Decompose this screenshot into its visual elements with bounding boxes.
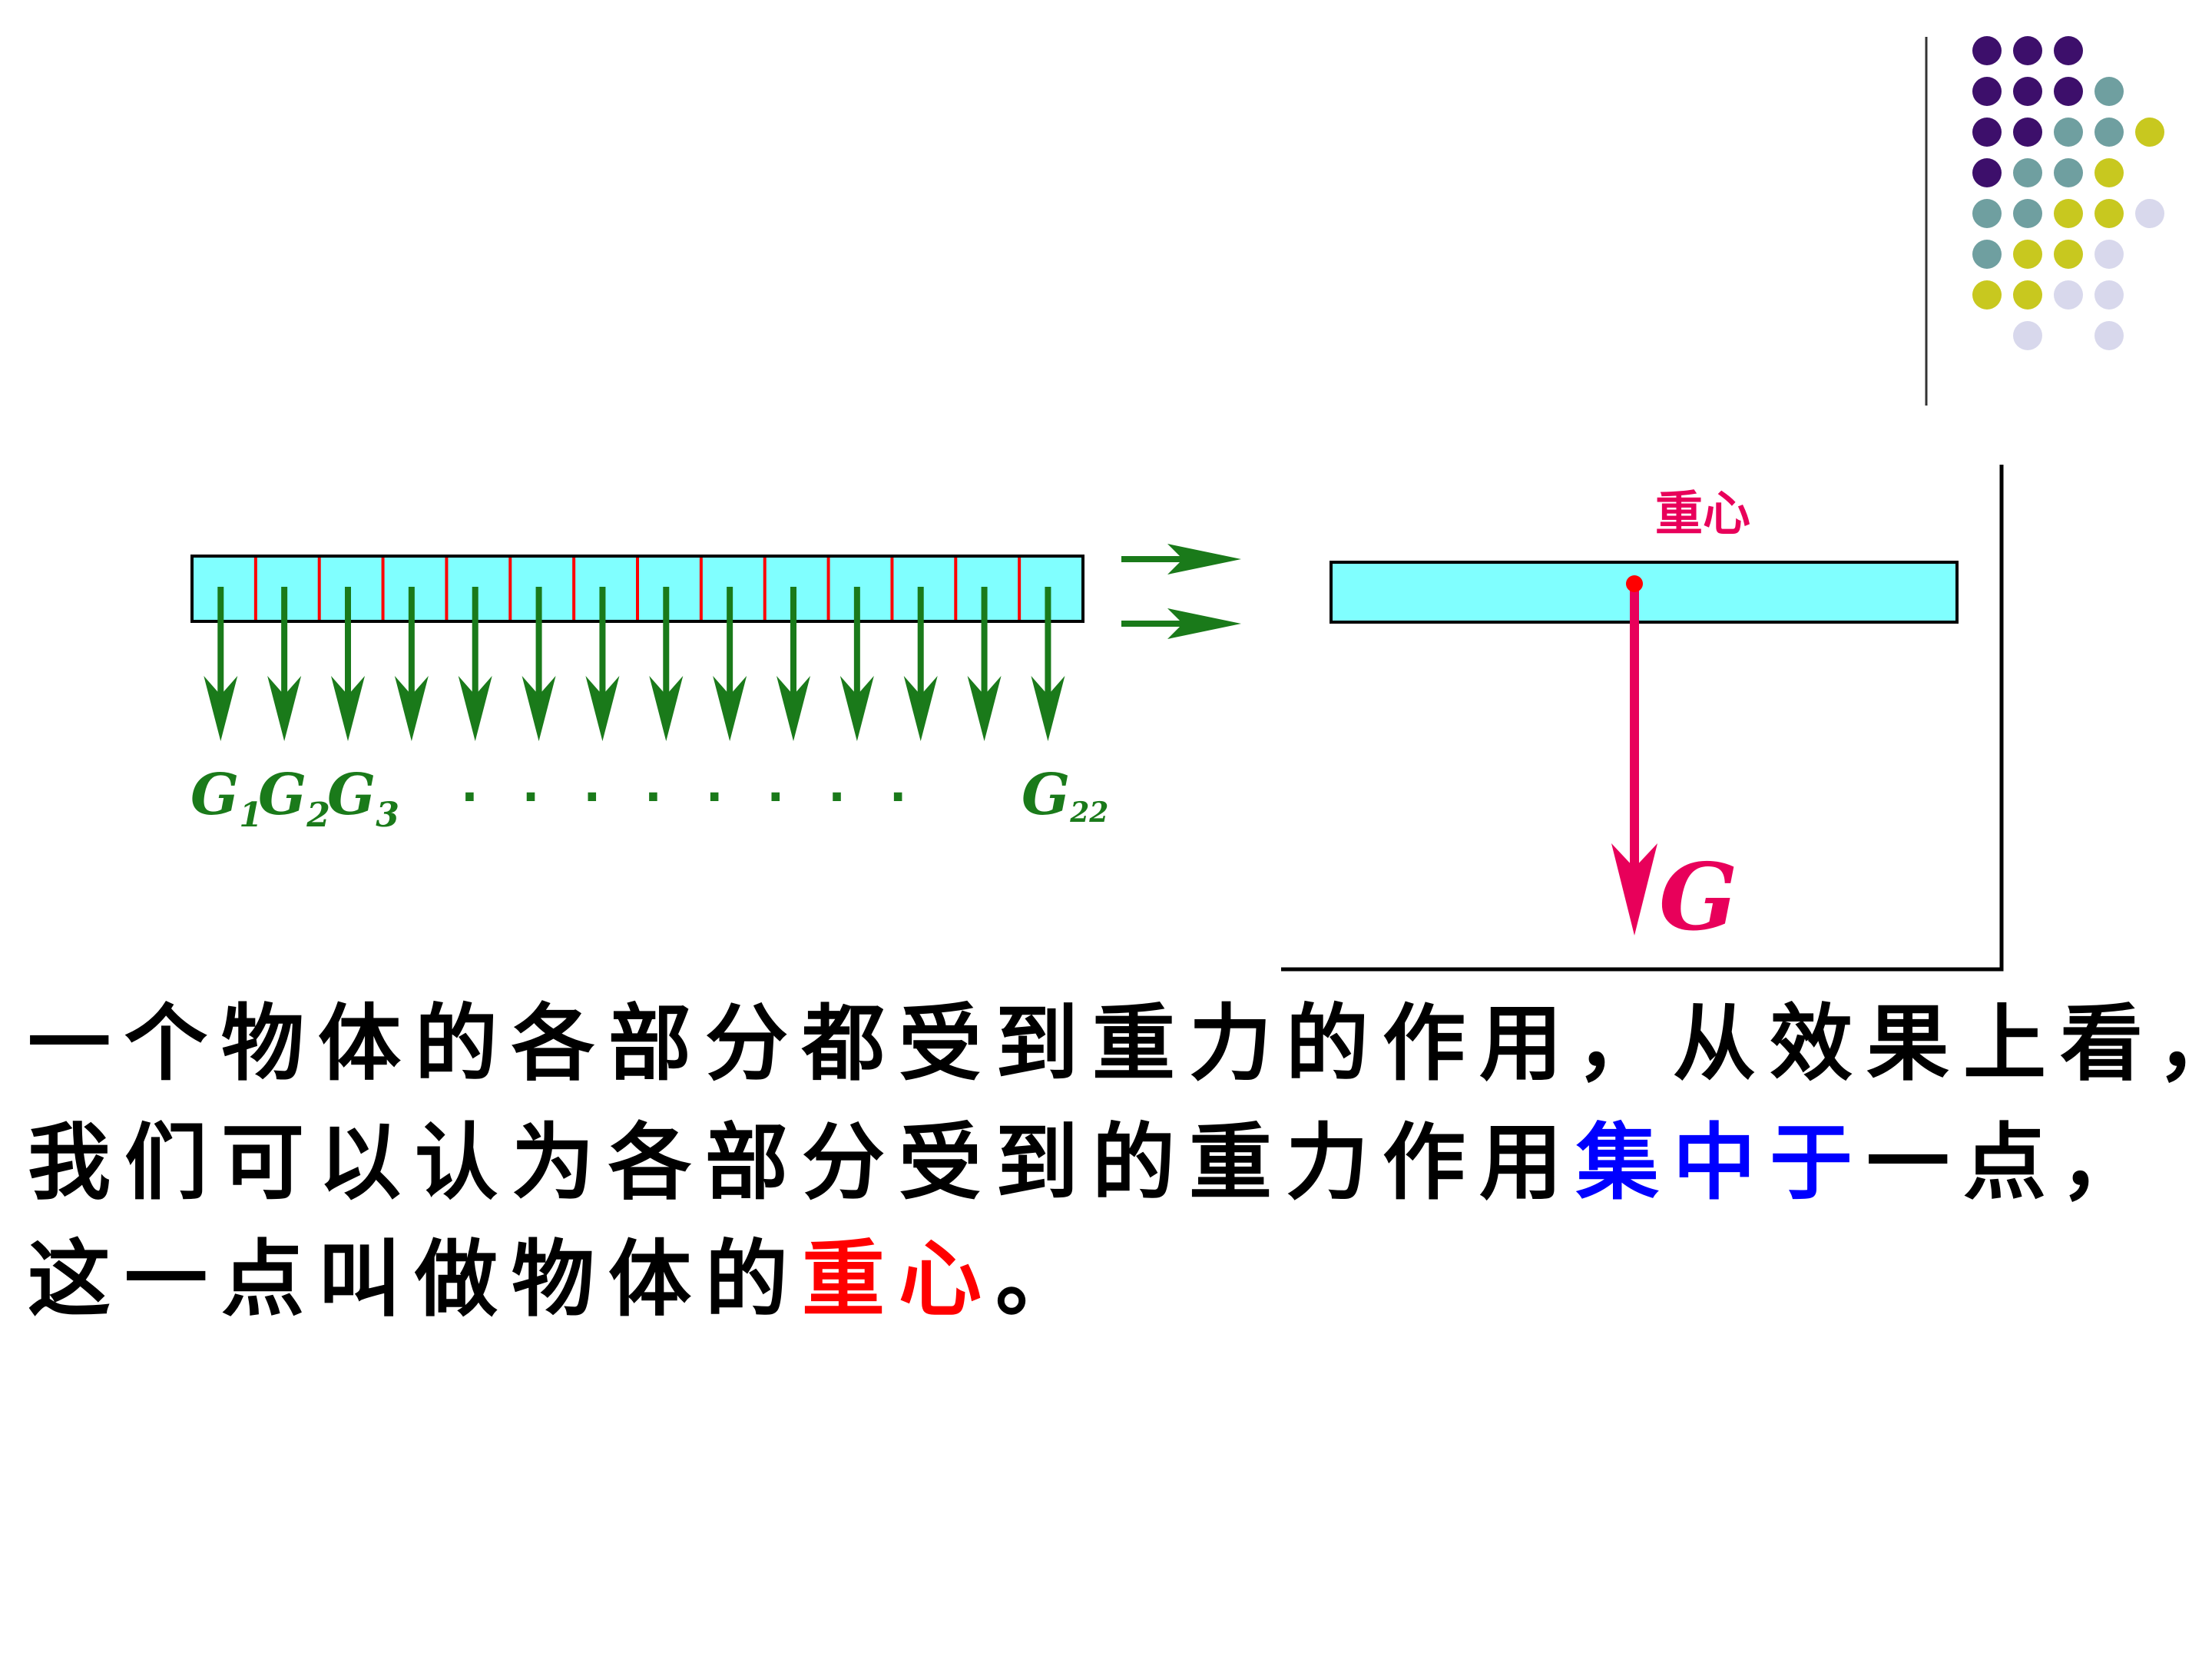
decor-dot — [2013, 77, 2042, 106]
decor-dot — [2013, 321, 2042, 350]
decor-dot — [2094, 199, 2124, 228]
label-g1: G1 — [190, 762, 263, 835]
decor-dot — [1972, 280, 2002, 310]
partial-gravity-arrow — [394, 587, 429, 741]
decor-dot — [2135, 199, 2164, 228]
caption-highlight-center-of-gravity: 重心 — [802, 1232, 996, 1328]
gravity-arrow-head — [1611, 843, 1657, 935]
decor-dot — [2094, 118, 2124, 147]
decor-dot — [2013, 118, 2042, 147]
decor-dot — [2013, 240, 2042, 269]
decor-dot — [2054, 280, 2083, 310]
decor-dot — [2094, 280, 2124, 310]
decor-dot — [2135, 118, 2164, 147]
center-of-gravity-point — [1626, 575, 1643, 592]
label-g2: G2 — [258, 762, 330, 835]
caption-highlight-concentrated: 集中于 — [1576, 1115, 1867, 1211]
partial-gravity-arrow — [331, 587, 365, 741]
caption-line-2-post: 一点， — [1866, 1115, 2157, 1211]
decor-dot — [1972, 199, 2002, 228]
panel-frame — [1281, 465, 2004, 972]
gravity-diagram: G1 G2 G3 · · · · · · · · G22 重心 G — [190, 465, 2004, 972]
decor-dot — [2094, 321, 2124, 350]
caption-line-2-pre: 我们可以认为各部分受到的重力作用 — [28, 1115, 1577, 1211]
caption-line-2: 我们可以认为各部分受到的重力作用集中于一点， — [28, 1121, 2157, 1206]
weight-label-g: G — [1659, 843, 1737, 952]
partial-gravity-arrow — [839, 587, 874, 741]
decor-dot — [2054, 199, 2083, 228]
partial-gravity-arrows — [204, 587, 1065, 741]
decor-dot — [2054, 77, 2083, 106]
decor-dot — [1972, 158, 2002, 187]
partial-gravity-arrow — [1031, 587, 1065, 741]
decor-dot — [2094, 158, 2124, 187]
partial-gravity-arrow — [967, 587, 1002, 741]
caption-line-1: 一个物体的各部分都受到重力的作用，从效果上看， — [28, 1002, 2212, 1087]
equivalence-arrow — [1121, 544, 1241, 639]
decor-dot — [2054, 118, 2083, 147]
partial-gravity-arrow — [903, 587, 938, 741]
decor-dot — [2013, 36, 2042, 65]
decor-dot — [2094, 240, 2124, 269]
label-g3: G3 — [327, 762, 399, 835]
partial-gravity-arrow — [522, 587, 556, 741]
decor-dot — [2054, 36, 2083, 65]
caption-line-3-pre: 这一点叫做物体的 — [28, 1232, 803, 1328]
decorative-dot-pattern — [1925, 36, 2164, 406]
decor-dot — [1972, 77, 2002, 106]
center-of-gravity-label: 重心 — [1655, 485, 1750, 541]
decor-dot — [2054, 158, 2083, 187]
center-of-gravity-panel: 重心 G — [1281, 465, 2004, 972]
caption-line-3: 这一点叫做物体的重心。 — [28, 1238, 1092, 1323]
decor-dot — [1972, 36, 2002, 65]
segment-dividers — [253, 558, 1022, 620]
segmented-bar-panel: G1 G2 G3 · · · · · · · · G22 — [190, 555, 1108, 835]
decor-dot — [2013, 199, 2042, 228]
label-gn: G22 — [1022, 762, 1108, 829]
partial-gravity-arrow — [585, 587, 620, 741]
caption-line-1-text: 一个物体的各部分都受到重力的作用，从效果上看， — [28, 996, 2212, 1092]
caption-line-3-post: 。 — [995, 1232, 1093, 1328]
decor-dot — [2013, 158, 2042, 187]
label-ellipsis-dots: · · · · · · · · — [461, 770, 921, 824]
partial-gravity-arrow — [267, 587, 302, 741]
decor-dot — [2054, 240, 2083, 269]
partial-gravity-arrow — [777, 587, 810, 741]
partial-gravity-arrow — [458, 587, 492, 741]
solid-bar — [1330, 561, 1959, 624]
partial-gravity-arrow — [649, 587, 684, 741]
decor-dot — [1972, 240, 2002, 269]
partial-gravity-arrow — [204, 587, 238, 741]
decor-dot — [1972, 118, 2002, 147]
decor-dot — [2094, 77, 2124, 106]
decor-dot — [2013, 280, 2042, 310]
partial-gravity-arrow — [713, 587, 747, 741]
